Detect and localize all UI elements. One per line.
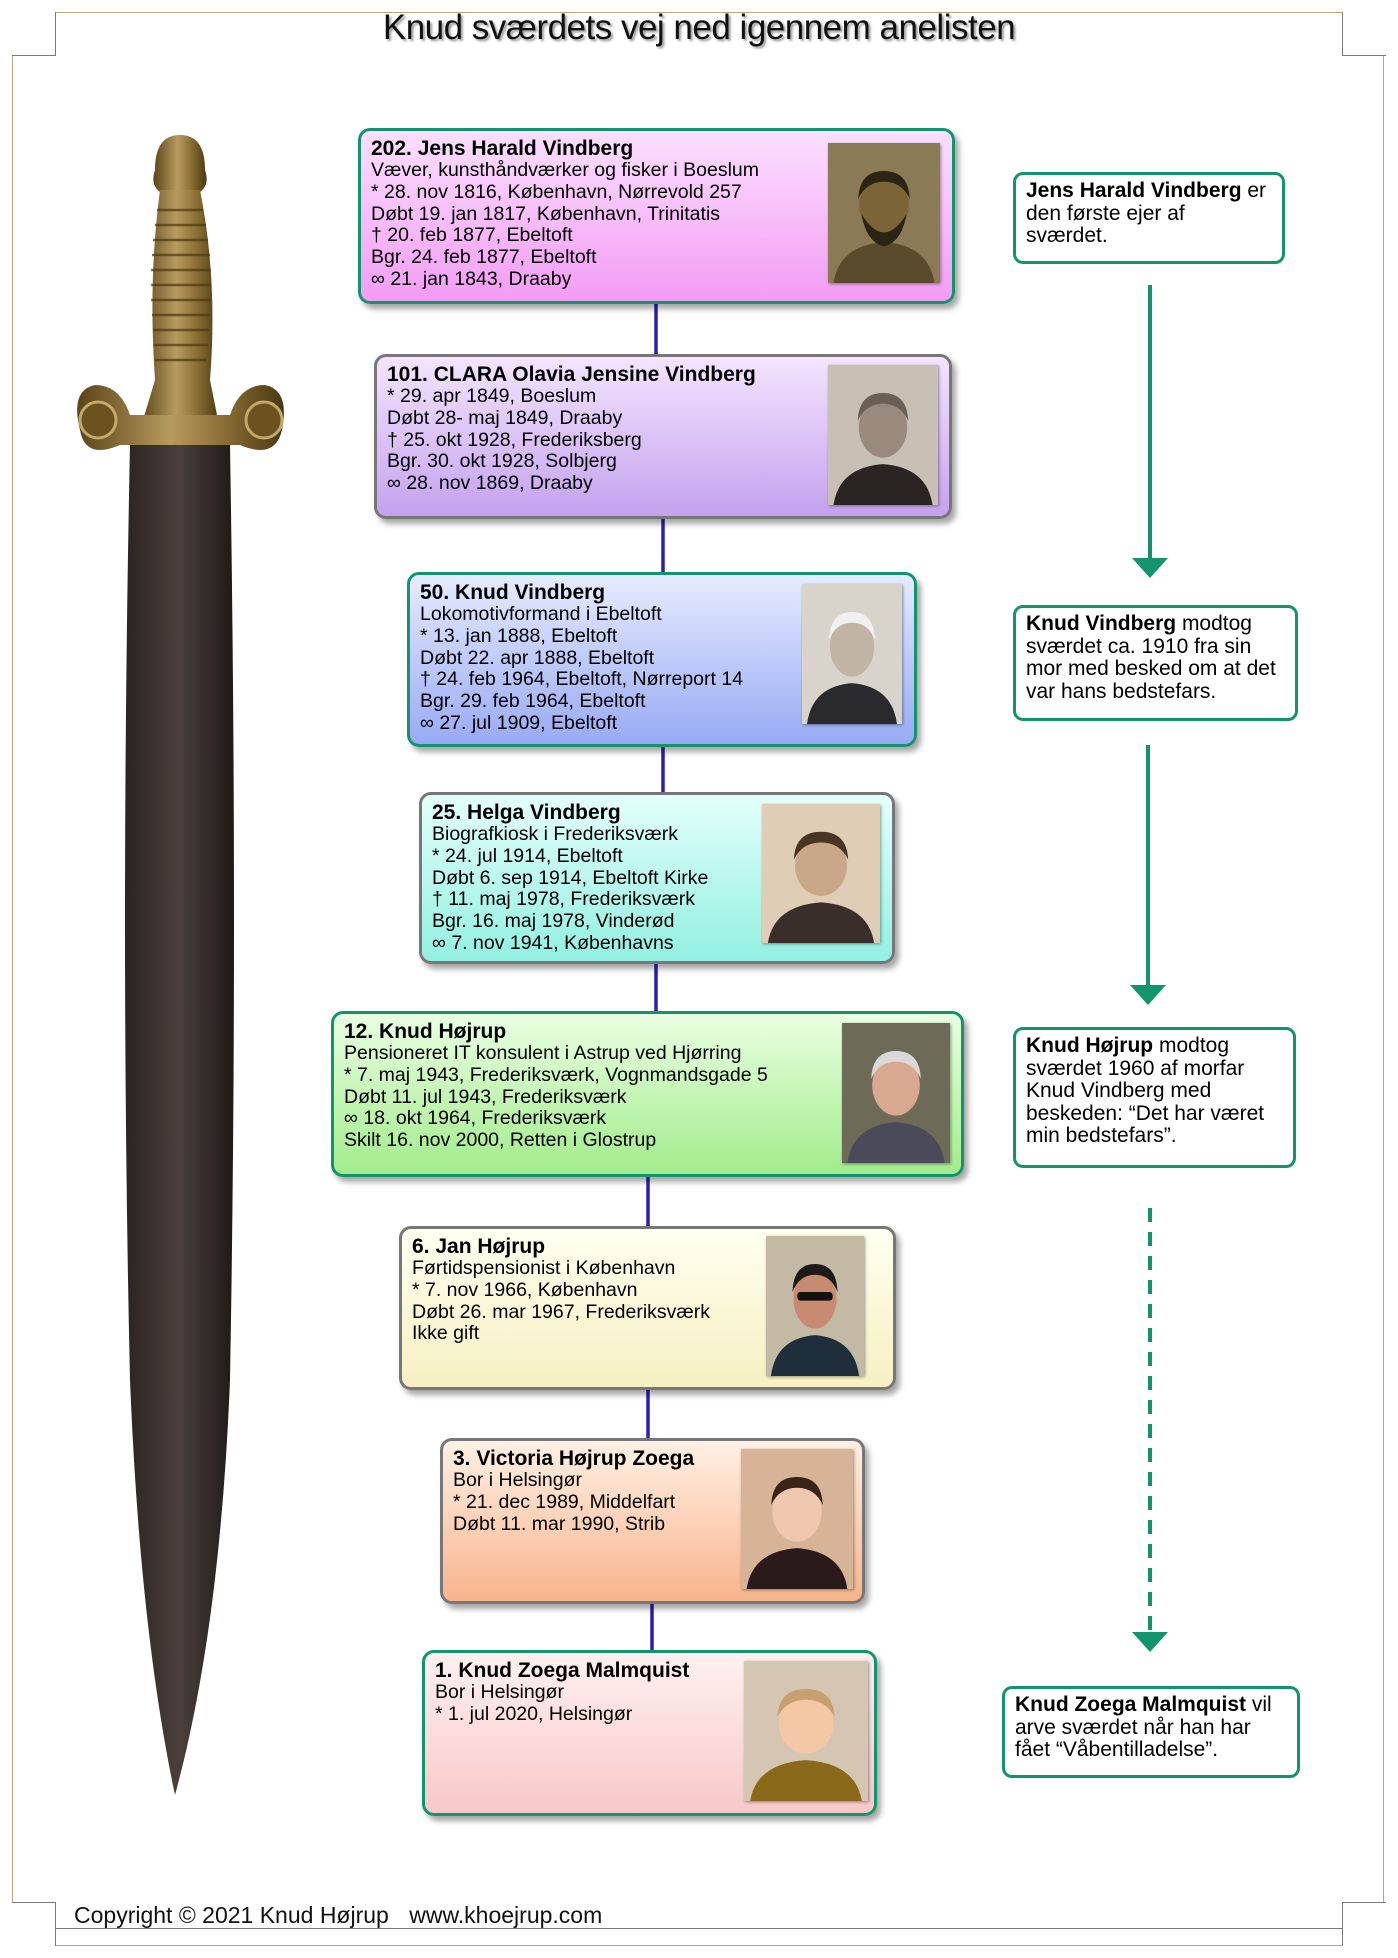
person-detail: * 29. apr 1849, Boeslum: [387, 385, 597, 407]
person-name: 202. Jens Harald Vindberg: [371, 137, 634, 160]
person-detail: Førtidspensionist i København: [412, 1257, 676, 1279]
note-text: modtog sværdet ca. 1910 fra sin mor med …: [1026, 612, 1276, 703]
man-sunglasses-portrait: [766, 1236, 864, 1376]
person-name: 6. Jan Højrup: [412, 1235, 546, 1258]
note-text: er den første ejer af sværdet.: [1026, 179, 1267, 247]
person-detail: Bor i Helsingør: [453, 1469, 582, 1491]
person-detail: Døbt 6. sep 1914, Ebeltoft Kirke: [432, 866, 709, 889]
person-detail: * 7. maj 1943, Frederiksværk, Vognmandsg…: [344, 1063, 768, 1086]
person-detail: ∞ 7. nov 1941, Københavns: [432, 931, 674, 954]
note-box: Knud Vindberg modtog sværdet ca. 1910 fr…: [1013, 605, 1298, 721]
person-detail: ∞ 18. okt 1964, Frederiksværk: [344, 1107, 607, 1130]
arrow-head: [1132, 1632, 1168, 1652]
footer: Copyright © 2021 Knud Højrup www.khoejru…: [74, 1902, 616, 1929]
person-detail: Ikke gift: [412, 1322, 480, 1345]
baby-portrait: [744, 1661, 868, 1801]
person-detail: ∞ 28. nov 1869, Draaby: [387, 472, 593, 495]
person-detail: Biografkiosk i Frederiksværk: [432, 823, 678, 845]
sword-image: [77, 135, 284, 1795]
corner-ornament: [12, 12, 56, 56]
note-subject: Jens Harald Vindberg: [1026, 179, 1242, 202]
note-subject: Knud Vindberg: [1026, 612, 1177, 635]
person-detail: * 1. jul 2020, Helsingør: [435, 1702, 633, 1725]
smiling-woman-portrait: [762, 804, 880, 943]
grey-haired-man-portrait: [842, 1023, 950, 1163]
person-detail: Bor i Helsingør: [435, 1681, 564, 1703]
page-frame: [12, 12, 1384, 1946]
bearded-man-portrait: [828, 143, 940, 283]
person-name: 3. Victoria Højrup Zoega: [453, 1447, 695, 1470]
footer-rule: [56, 1928, 1342, 1929]
corner-ornament: [1342, 12, 1386, 56]
person-detail: Døbt 22. apr 1888, Ebeltoft: [420, 646, 655, 669]
note-box: Knud Zoega Malmquist vil arve sværdet nå…: [1002, 1686, 1300, 1778]
person-detail: * 21. dec 1989, Middelfart: [453, 1490, 676, 1513]
person-detail: ∞ 27. jul 1909, Ebeltoft: [420, 711, 618, 734]
older-man-portrait: [802, 584, 902, 724]
person-detail: † 11. maj 1978, Frederiksværk: [432, 888, 695, 911]
page-title: Knud sværdets vej ned igennem anelisten: [382, 8, 1016, 47]
person-name: 50. Knud Vindberg: [420, 581, 606, 604]
person-detail: Døbt 26. mar 1967, Frederiksværk: [412, 1300, 711, 1323]
person-detail: Bgr. 29. feb 1964, Ebeltoft: [420, 690, 646, 713]
person-detail: Døbt 28- maj 1849, Draaby: [387, 406, 623, 429]
person-detail: * 13. jan 1888, Ebeltoft: [420, 624, 618, 647]
person-detail: Bgr. 16. maj 1978, Vinderød: [432, 910, 675, 933]
person-detail: Bgr. 30. okt 1928, Solbjerg: [387, 450, 617, 473]
note-subject: Knud Zoega Malmquist: [1015, 1693, 1246, 1716]
person-detail: Døbt 19. jan 1817, København, Trinitatis: [371, 202, 721, 225]
young-woman-portrait: [741, 1449, 853, 1589]
person-detail: Lokomotivformand i Ebeltoft: [420, 603, 662, 625]
corner-ornament: [1342, 1902, 1386, 1946]
person-detail: * 7. nov 1966, København: [412, 1278, 638, 1301]
person-detail: † 24. feb 1964, Ebeltoft, Nørreport 14: [420, 668, 744, 691]
person-detail: * 24. jul 1914, Ebeltoft: [432, 844, 623, 867]
person-detail: † 20. feb 1877, Ebeltoft: [371, 224, 573, 247]
person-name: 12. Knud Højrup: [344, 1020, 507, 1043]
note-box: Jens Harald Vindberg er den første ejer …: [1013, 172, 1285, 264]
person-name: 1. Knud Zoega Malmquist: [435, 1659, 690, 1682]
arrow-head: [1130, 985, 1166, 1005]
elderly-woman-portrait: [828, 365, 938, 505]
grip-ridges: [151, 208, 211, 362]
person-detail: ∞ 21. jan 1843, Draaby: [371, 267, 572, 290]
person-detail: Pensioneret IT konsulent i Astrup ved Hj…: [344, 1042, 742, 1064]
note-text: vil arve sværdet når han har fået “Våben…: [1015, 1693, 1272, 1761]
person-detail: † 25. okt 1928, Frederiksberg: [387, 428, 642, 451]
note-text: modtog sværdet 1960 af morfar Knud Vindb…: [1026, 1034, 1265, 1147]
website-link[interactable]: www.khoejrup.com: [409, 1902, 603, 1928]
copyright-text: Copyright © 2021 Knud Højrup: [74, 1902, 389, 1928]
person-detail: Bgr. 24. feb 1877, Ebeltoft: [371, 246, 597, 269]
arrow-head: [1132, 558, 1168, 578]
person-name: 25. Helga Vindberg: [432, 801, 621, 824]
person-detail: Skilt 16. nov 2000, Retten i Glostrup: [344, 1129, 657, 1152]
person-detail: Døbt 11. jul 1943, Frederiksværk: [344, 1085, 627, 1108]
corner-ornament: [12, 1902, 56, 1946]
note-subject: Knud Højrup: [1026, 1034, 1154, 1057]
note-box: Knud Højrup modtog sværdet 1960 af morfa…: [1013, 1027, 1296, 1168]
person-detail: Væver, kunsthåndværker og fisker i Boesl…: [371, 159, 760, 181]
person-name: 101. CLARA Olavia Jensine Vindberg: [387, 363, 756, 386]
person-detail: Døbt 11. mar 1990, Strib: [453, 1512, 666, 1535]
person-detail: * 28. nov 1816, København, Nørrevold 257: [371, 180, 742, 203]
